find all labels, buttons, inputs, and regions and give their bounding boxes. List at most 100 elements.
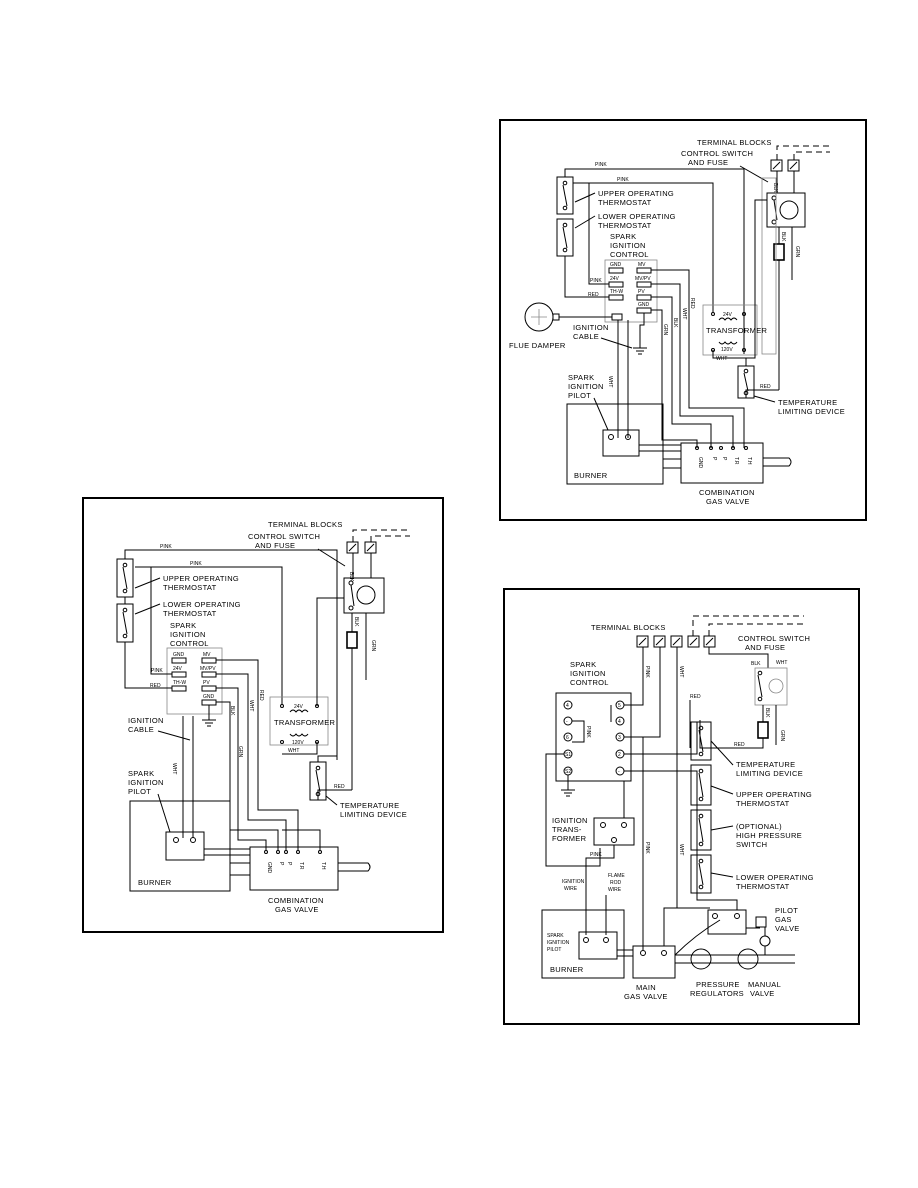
d2-v120-label: 120V [721,347,733,353]
d3-high-pressure-0-label: (OPTIONAL) [736,822,782,831]
d3-ignition-transformer [593,817,635,846]
d3-wires-pink-label: PINK [644,842,650,854]
d2-upper-thermostat [556,176,574,215]
d3-right-terms-2-label: 3 [618,735,621,741]
d3-left-terms-0-label: 4 [566,703,569,709]
d3-main-gas-valve-0-label: MAIN [636,983,656,992]
d1-wires-red-label: RED [258,690,264,701]
d2-ctrl-terms-4-label: TH-W [610,289,623,295]
d3-high-pressure-1-label: HIGH PRESSURE [736,831,802,840]
d2-lower-thermostat-0-label: LOWER OPERATING [598,212,676,221]
d3-left-terms-2-label: 6 [566,735,569,741]
d3-ignition-wire-0-label: IGNITION [562,879,585,885]
d2-valve-terms-1-label: P [711,457,717,461]
d2-lower-thermostat [556,218,574,257]
d1-spark-pilot-2-label: PILOT [128,787,151,796]
d1-lower-thermostat-1-label: THERMOSTAT [163,609,217,618]
d1-transformer-label: TRANSFORMER [274,718,335,727]
d1-ctrl-terms-0-label: GND [173,652,185,658]
d2-gas-valve-1-label: GAS VALVE [706,497,750,506]
d1-upper-thermostat-1-label: THERMOSTAT [163,583,217,592]
d2-temp-limit-1-label: LIMITING DEVICE [778,407,845,416]
d2-wires-blk-label: BLK [772,183,778,193]
d3-left-terms-3-label: S1 [565,752,571,758]
d3-terminal-blocks: TERMINAL BLOCKS [591,615,804,648]
d3-ignition-transformer-2-label: FORMER [552,834,587,843]
d2-wires-pink-label: PINK [595,162,607,168]
d1-valve-terms-2-label: P [286,862,292,866]
d1-wires-blk-label: BLK [348,572,354,582]
d2-valve-terms-2-label: P [721,457,727,461]
d1-wires-grn-label: GRN [237,746,243,758]
d3-control-switch: BLK WHT BLK GRN RED [699,660,788,749]
d1-wires-pink-label: PINK [151,668,163,674]
d2-ignition-cable-1-label: CABLE [573,332,599,341]
d3-wires-pink-label: PINK [585,726,591,738]
d3-high-pressure-switch [690,809,712,851]
d3-wires-pink-label: PINK [590,852,602,858]
d3-spark-pilot-1-label: IGNITION [547,940,570,946]
d2-spark-control-2-label: CONTROL [610,250,649,259]
d1-v24-label: 24V [294,704,304,710]
d3-pressure-regulators-1-label: REGULATORS [690,989,744,998]
d2-upper-thermostat-1-label: THERMOSTAT [598,198,652,207]
d1-ctrl-terms-5-label: PV [203,680,210,686]
diagram-2: TERMINAL BLOCKS CONTROL SWITCH AND FUSE … [499,119,867,521]
d1-ctrl-terms-6-label: GND [203,694,215,700]
d2-wires-wht-label: WHT [607,376,613,387]
d3-pilot-gas-valve-0-label: PILOT [775,906,798,915]
d3-ignition-transformer-0-label: IGNITION [552,816,588,825]
d3-terminal-blocks-label: TERMINAL BLOCKS [591,623,666,632]
d3-wires-red-label: RED [734,742,745,748]
d3-manual-valve-1-label: VALVE [750,989,775,998]
d1-wires-red-label: RED [334,784,345,790]
diagram-1: TERMINAL BLOCKS CONTROL SWITCH AND FUSE … [82,497,444,933]
d3-pilot-gas-valve-2-label: VALVE [775,924,800,933]
d2-terminal-blocks-label: TERMINAL BLOCKS [697,138,772,147]
d1-wires-wht-label: WHT [171,763,177,774]
d3-wires-blk-label: BLK [764,708,770,718]
d3-burner-label: BURNER [550,965,584,974]
d1-control-switch-1-label: AND FUSE [255,541,295,550]
d1-valve-terms-1-label: P [278,862,284,866]
d3-left-terms-4-label: S2 [565,769,571,775]
d1-ctrl-terms-2-label: 24V [173,666,183,672]
d3-right-terms-0-label: 5 [618,703,621,709]
d3-wires-red-label: RED [690,694,701,700]
d3-lower-thermostat [690,854,712,894]
d3-right-terms-1-label: 4 [618,719,621,725]
d3-wires-wht-label: WHT [776,660,787,666]
d3-spark-control-0-label: SPARK [570,660,596,669]
diagram-3-frame [503,588,860,1025]
d2-upper-thermostat-0-label: UPPER OPERATING [598,189,674,198]
d2-wires-red-label: RED [588,292,599,298]
d2-spark-ignition-control: GND MV 24V MV/PV TH-W PV GND [604,259,658,323]
d1-wires-blk-label: BLK [353,617,359,627]
d1-wires-wht-label: WHT [248,700,254,711]
d3-ignition-wire-1-label: WIRE [564,886,578,892]
diagram-2-frame [499,119,867,521]
d1-burner-label: BURNER [138,878,172,887]
d3-main-gas-valve-1-label: GAS VALVE [624,992,668,1001]
d2-ctrl-terms-0-label: GND [610,262,622,268]
d2-wires-grn-label: GRN [794,246,800,258]
d3-main-gas-valve [632,945,676,979]
d3-control-switch-1-label: AND FUSE [745,643,785,652]
d3-spark-control-2-label: CONTROL [570,678,609,687]
d1-spark-control-1-label: IGNITION [170,630,206,639]
d2-v24-label: 24V [723,312,733,318]
d2-valve-terms-0-label: GND [697,457,703,469]
d1-gas-valve-1-label: GAS VALVE [275,905,319,914]
d2-spark-control-1-label: IGNITION [610,241,646,250]
d2-wires-red-label: RED [689,298,695,309]
d3-left-terms-1-label: - [566,719,568,725]
d3-lower-thermostat-1-label: THERMOSTAT [736,882,790,891]
d2-wires-wht-label: WHT [681,308,687,319]
d3-lower-thermostat-0-label: LOWER OPERATING [736,873,814,882]
d1-ignition-cable-0-label: IGNITION [128,716,164,725]
d3-spark-ignition-control: 4 - 6 S1 S2 5 4 3 2 - [555,692,632,782]
d2-lower-thermostat-1-label: THERMOSTAT [598,221,652,230]
d3-spark-pilot-0-label: SPARK [547,933,564,939]
d2-temp-limit-0-label: TEMPERATURE [778,398,837,407]
d3-wires-wht-label: WHT [678,666,684,677]
